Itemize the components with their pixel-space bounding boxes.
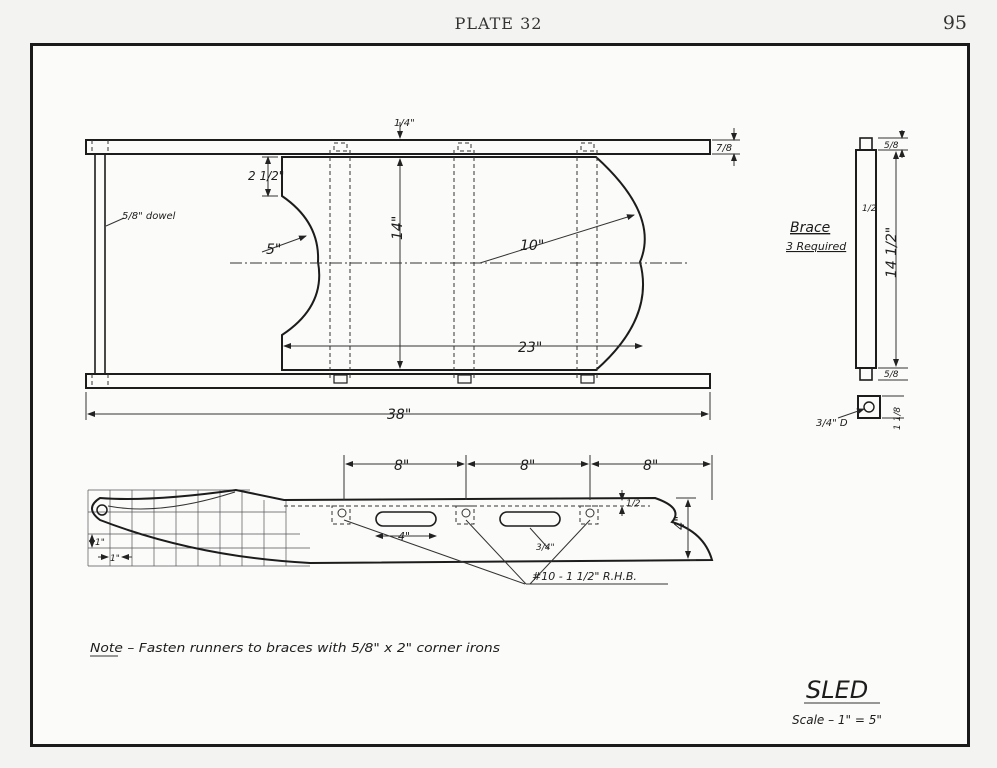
fasten-note: Note – Fasten runners to braces with 5/8… xyxy=(90,641,500,655)
slot-width: 3/4" xyxy=(536,543,555,553)
brace-end-view xyxy=(857,395,881,419)
brace-dim-inner: 1/2 xyxy=(862,204,877,214)
brace-dim-bottom: 5/8 xyxy=(884,370,899,380)
grid-unit: 1" xyxy=(110,554,120,564)
brace-offset: 1/2 xyxy=(626,499,641,509)
screw-3 xyxy=(585,508,595,518)
title-sled: SLED xyxy=(806,676,868,704)
page-number: 95 xyxy=(942,12,967,34)
grid-half: 1" xyxy=(95,538,105,548)
brace-body xyxy=(855,149,877,369)
dim-two-half: 2 1/2" xyxy=(248,169,284,183)
title-scale: Scale – 1" = 5" xyxy=(792,713,882,727)
slot-2 xyxy=(499,511,561,527)
side-view: 8" 8" 8" 4" 1/2 4" 3/4" 1" 1" #10 - 1 1/… xyxy=(87,455,714,585)
runner-profile xyxy=(91,488,714,565)
brace-required: 3 Required xyxy=(786,240,847,253)
sled-seat-board xyxy=(281,156,646,371)
brace-dim-hole: 3/4" D xyxy=(816,418,848,429)
brace-title: Brace xyxy=(790,220,830,236)
screw-1 xyxy=(337,508,347,518)
page-header: PLATE 32 95 xyxy=(0,10,997,40)
brace-dim-length: 14 1/2" xyxy=(884,227,900,278)
spacing-3: 8" xyxy=(643,458,658,474)
dowel-note: 5/8" dowel xyxy=(122,211,176,222)
brace-end-hole xyxy=(863,401,875,413)
bottom-runner xyxy=(85,373,711,389)
dim-radius-5: 5" xyxy=(266,242,281,258)
brace-dim-top: 5/8 xyxy=(884,141,899,151)
dim-height-4: 4" xyxy=(673,516,688,530)
dim-radius-10: 10" xyxy=(520,238,544,254)
runner-hole xyxy=(96,504,108,516)
dowel-rod xyxy=(94,153,106,375)
dim-length-23: 23" xyxy=(518,340,542,356)
dim-quarter: 1/4" xyxy=(394,118,415,129)
plate-frame xyxy=(30,43,970,747)
slot-1 xyxy=(375,511,437,527)
dim-width-14: 14" xyxy=(390,216,406,240)
dim-overall-38: 38" xyxy=(387,407,411,423)
layout-grid xyxy=(87,489,310,567)
screw-note: #10 - 1 1/2" R.H.B. xyxy=(532,570,637,583)
brace-detail: Brace 3 Required 5/8 1/2 14 1/2" 5/8 1 1… xyxy=(786,130,908,430)
brace-hidden-lines xyxy=(329,142,598,384)
brace-tenon-bottom xyxy=(859,367,873,381)
brace-dim-end: 1 1/8 xyxy=(893,407,903,430)
spacing-1: 8" xyxy=(394,458,409,474)
brace-tenon-top xyxy=(859,137,873,151)
top-runner xyxy=(85,139,711,155)
top-view: 2 1/2" 5" 14" 10" 23" 1/4" 7/8 5/8" dowe… xyxy=(85,118,740,423)
spacing-2: 8" xyxy=(520,458,535,474)
plate-title: PLATE 32 xyxy=(454,14,543,33)
screw-2 xyxy=(461,508,471,518)
dim-seven-eighths: 7/8 xyxy=(716,143,732,154)
